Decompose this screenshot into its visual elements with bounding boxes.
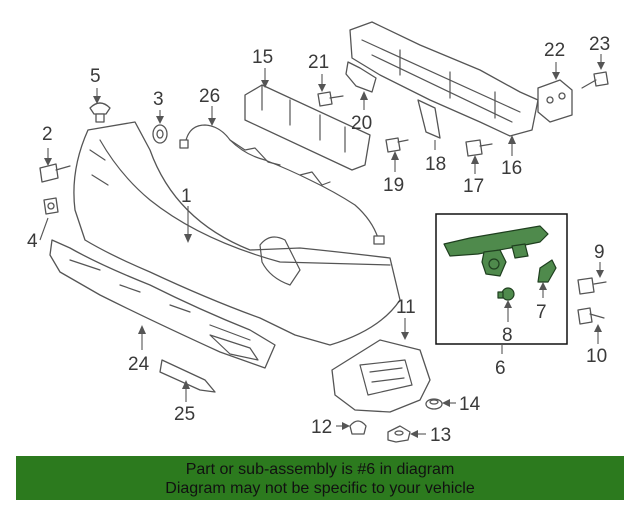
bolt-21	[317, 91, 344, 107]
bolt-10	[577, 307, 605, 325]
diagram-notice-banner: Part or sub-assembly is #6 in diagram Di…	[16, 456, 624, 500]
reflector-strip	[159, 359, 216, 393]
callout-25: 25	[174, 404, 195, 425]
callout-2: 2	[42, 124, 53, 145]
callout-1: 1	[181, 186, 192, 207]
callout-20: 20	[351, 113, 372, 134]
callout-7: 7	[536, 302, 547, 323]
grommet-3	[152, 124, 168, 144]
callout-6: 6	[495, 358, 506, 379]
sensor-part-8	[497, 287, 515, 301]
push-clip-5	[89, 102, 111, 123]
callout-18: 18	[425, 154, 446, 175]
callout-22: 22	[544, 40, 565, 61]
notice-line-2: Diagram may not be specific to your vehi…	[165, 480, 475, 497]
callout-14: 14	[459, 394, 481, 415]
callout-3: 3	[153, 89, 164, 110]
callout-11: 11	[396, 297, 416, 318]
callout-17: 17	[463, 176, 484, 197]
clip-12	[349, 420, 367, 435]
clip-4	[43, 197, 59, 215]
wiring-harness	[179, 124, 385, 245]
plate-18	[417, 99, 441, 139]
energy-absorber	[244, 84, 371, 171]
notice-line-1: Part or sub-assembly is #6 in diagram	[185, 461, 455, 478]
bracket-22	[537, 79, 573, 123]
bolt-23	[581, 71, 609, 89]
screw-2	[39, 163, 71, 183]
callout-26: 26	[199, 86, 220, 107]
callout-23: 23	[589, 34, 610, 55]
clip-9	[577, 277, 607, 295]
callout-21: 21	[308, 52, 329, 73]
callout-8: 8	[502, 325, 513, 346]
lower-diffuser	[49, 239, 276, 369]
sensor-part-7	[537, 259, 557, 283]
callout-4: 4	[27, 231, 38, 252]
parts-diagram: 1 24 25 2 4 5 3	[27, 21, 610, 446]
grommet-14	[425, 398, 443, 410]
undercover	[331, 339, 431, 413]
callout-10: 10	[586, 346, 607, 367]
callout-19: 19	[383, 175, 404, 196]
callout-5: 5	[90, 66, 101, 87]
bumper-cover	[73, 121, 401, 346]
bolt-19	[385, 137, 409, 153]
nut-13	[387, 425, 411, 443]
callout-24: 24	[128, 354, 150, 375]
callout-15: 15	[252, 47, 273, 68]
callout-16: 16	[501, 158, 522, 179]
callout-9: 9	[594, 242, 605, 263]
callout-12: 12	[311, 417, 332, 438]
sensor-bracket-assembly	[443, 225, 549, 277]
bolt-17	[465, 139, 493, 157]
callout-13: 13	[430, 425, 451, 446]
reinforcement-bar	[349, 21, 539, 137]
bracket-20	[345, 61, 377, 93]
